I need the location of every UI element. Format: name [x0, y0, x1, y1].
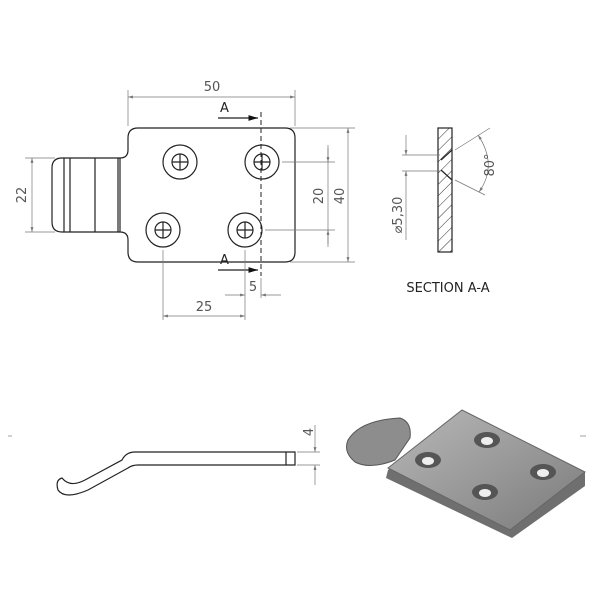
section-title: SECTION A-A — [406, 281, 489, 296]
dim-thickness: 4 — [302, 428, 317, 436]
section-hatch — [437, 127, 453, 253]
isometric-view — [346, 409, 586, 538]
hole — [244, 144, 280, 180]
dim-diameter: ⌀5,30 — [391, 197, 406, 234]
side-view: 4 — [8, 425, 586, 496]
tab-outline — [51, 157, 120, 233]
curled-tab — [346, 417, 411, 466]
plate-outline — [119, 127, 296, 263]
dim-angle: 80° — [483, 153, 498, 176]
top-view: A A 50 22 20 40 5 25 — [15, 80, 355, 320]
dim-height: 40 — [333, 188, 348, 205]
section-marker-top: A — [220, 101, 229, 116]
dim-tab-height: 22 — [15, 187, 30, 204]
countersunk-hole — [472, 484, 498, 500]
hole — [227, 212, 263, 248]
section-view: ⌀5,30 80° SECTION A-A — [391, 127, 498, 296]
plate-face — [387, 409, 586, 531]
dim-hole-spacing-vertical: 20 — [312, 188, 327, 205]
dim-width: 50 — [204, 80, 221, 95]
countersunk-hole — [474, 432, 500, 448]
hole — [145, 212, 181, 248]
dim-offset: 5 — [249, 280, 257, 295]
dim-hole-spacing-horizontal: 25 — [196, 300, 213, 315]
section-marker-bottom: A — [220, 253, 229, 268]
countersunk-hole — [530, 464, 556, 480]
countersunk-hole — [415, 452, 441, 468]
hole — [162, 144, 198, 180]
